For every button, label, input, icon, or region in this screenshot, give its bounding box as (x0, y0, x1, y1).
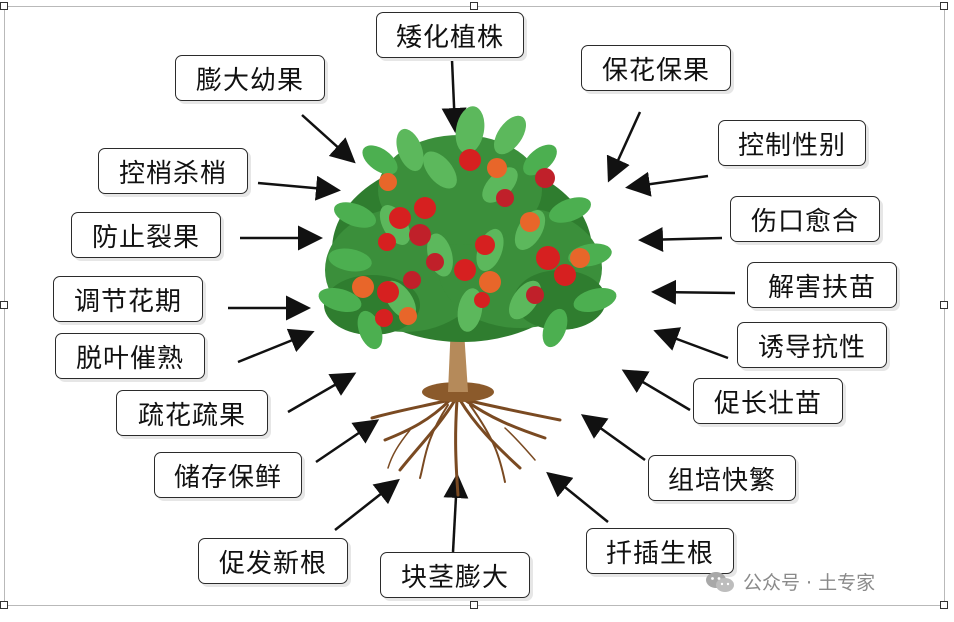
arrow-cutting-root (546, 471, 609, 523)
arrow-fruit-enlarge (301, 114, 356, 164)
label-resistance-induce: 诱导抗性 (737, 322, 887, 368)
arrows (228, 59, 736, 553)
watermark: 公众号 · 土专家 (705, 568, 875, 595)
resize-handle-top-middle[interactable] (470, 2, 478, 10)
arrow-new-root (334, 478, 400, 531)
label-tuber-enlarge: 块茎膨大 (380, 552, 530, 598)
tree-fruits (352, 149, 590, 327)
tree-canopy (318, 106, 617, 350)
arrow-resistance-induce (653, 327, 729, 360)
arrow-tissue-culture (580, 414, 646, 462)
watermark-text: 公众号 · 土专家 (743, 572, 876, 594)
arrow-flower-fruit-protect (606, 111, 642, 183)
label-crack-prevent: 防止裂果 (71, 212, 221, 258)
arrow-defoliate-ripen (237, 328, 315, 364)
label-sex-control: 控制性别 (718, 120, 866, 166)
label-dwarf-plant: 矮化植株 (376, 12, 524, 58)
arrow-storage-fresh (315, 419, 380, 464)
label-fruit-enlarge: 膨大幼果 (175, 55, 325, 101)
resize-handle-middle-right[interactable] (940, 301, 948, 309)
resize-handle-top-right[interactable] (940, 2, 948, 10)
label-cutting-root: 扦插生根 (586, 528, 734, 574)
label-thinning: 疏花疏果 (116, 390, 268, 436)
arrow-top (441, 59, 467, 133)
label-detox-seedling: 解害扶苗 (747, 262, 897, 308)
arrow-thinning (287, 372, 357, 414)
resize-handle-middle-left[interactable] (0, 301, 8, 309)
label-storage-fresh: 储存保鲜 (154, 452, 302, 498)
resize-handle-bottom-right[interactable] (940, 601, 948, 609)
resize-handle-bottom-middle[interactable] (470, 601, 478, 609)
wechat-icon (705, 570, 735, 594)
arrow-shoot-control (257, 175, 341, 201)
resize-handle-top-left[interactable] (0, 2, 8, 10)
label-growth-seedling: 促长壮苗 (693, 378, 843, 424)
label-flowering-regulate: 调节花期 (53, 276, 203, 322)
arrow-sex-control (625, 171, 709, 197)
resize-handle-bottom-left[interactable] (0, 601, 8, 609)
label-tissue-culture: 组培快繁 (648, 455, 796, 501)
arrow-detox-seedling (651, 279, 736, 305)
label-shoot-control: 控梢杀梢 (98, 148, 248, 194)
label-defoliate-ripen: 脱叶催熟 (55, 333, 205, 379)
label-new-root: 促发新根 (198, 538, 348, 584)
label-wound-heal: 伤口愈合 (730, 196, 880, 242)
arrow-wound-heal (638, 226, 723, 252)
label-flower-fruit-protect: 保花保果 (581, 45, 731, 91)
tree-roots (370, 396, 562, 497)
arrow-growth-seedling (621, 369, 691, 412)
